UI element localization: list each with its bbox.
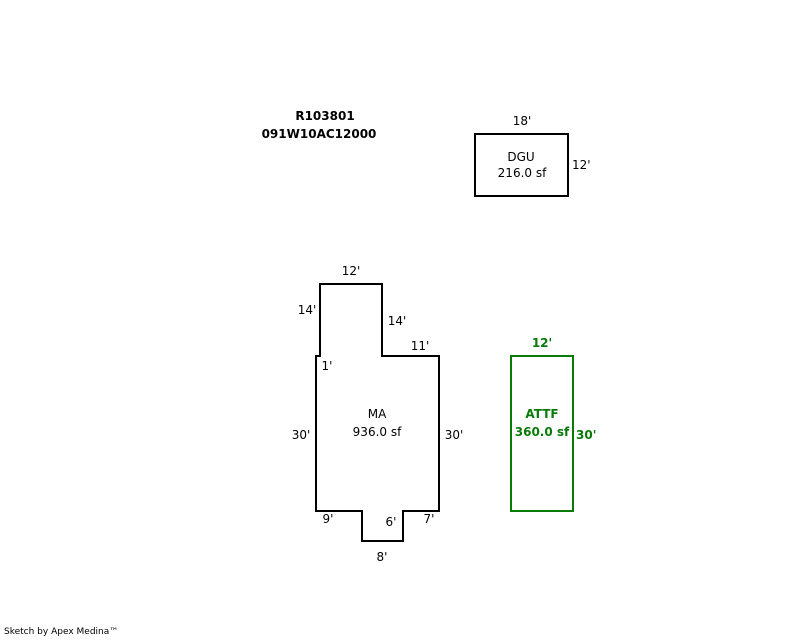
ma-dim-step-left: 1' bbox=[322, 359, 333, 373]
sketch-credit: Sketch by Apex Medina™ bbox=[4, 627, 119, 637]
dgu-area-label: 216.0 sf bbox=[498, 166, 547, 180]
ma-dim-upper-left: 14' bbox=[298, 303, 317, 317]
dgu-dim-top: 18' bbox=[513, 114, 532, 128]
attf-dim-right: 30' bbox=[576, 428, 596, 442]
dgu-area: DGU 216.0 sf 18' 12' bbox=[474, 114, 591, 197]
map-number: 091W10AC12000 bbox=[262, 127, 377, 141]
ma-dim-left: 30' bbox=[292, 428, 311, 442]
ma-dim-step-right: 11' bbox=[411, 339, 430, 353]
attf-code: ATTF bbox=[525, 407, 558, 421]
ma-dim-top: 12' bbox=[342, 264, 361, 278]
ma-area: MA 936.0 sf 12' 14' 14' 11' 1' 30' 30' 9… bbox=[292, 264, 464, 564]
ma-dim-bottom-right: 7' bbox=[424, 512, 435, 526]
attf-area: ATTF 360.0 sf 12' 30' bbox=[510, 336, 596, 512]
ma-area-label: 936.0 sf bbox=[353, 425, 402, 439]
ma-dim-notch-bottom: 8' bbox=[377, 550, 388, 564]
dgu-dim-right: 12' bbox=[572, 158, 591, 172]
dgu-outline bbox=[474, 133, 569, 197]
ma-dim-notch-side: 6' bbox=[386, 515, 397, 529]
ma-dim-right: 30' bbox=[445, 428, 464, 442]
attf-dim-top: 12' bbox=[532, 336, 552, 350]
dgu-code: DGU bbox=[507, 150, 534, 164]
attf-area-label: 360.0 sf bbox=[515, 425, 570, 439]
ma-outline bbox=[315, 283, 440, 542]
ma-dim-upper-right: 14' bbox=[388, 314, 407, 328]
ma-dim-bottom-left: 9' bbox=[323, 512, 334, 526]
ma-code: MA bbox=[368, 407, 387, 421]
parcel-id: R103801 bbox=[295, 109, 354, 123]
attf-outline bbox=[510, 355, 574, 512]
